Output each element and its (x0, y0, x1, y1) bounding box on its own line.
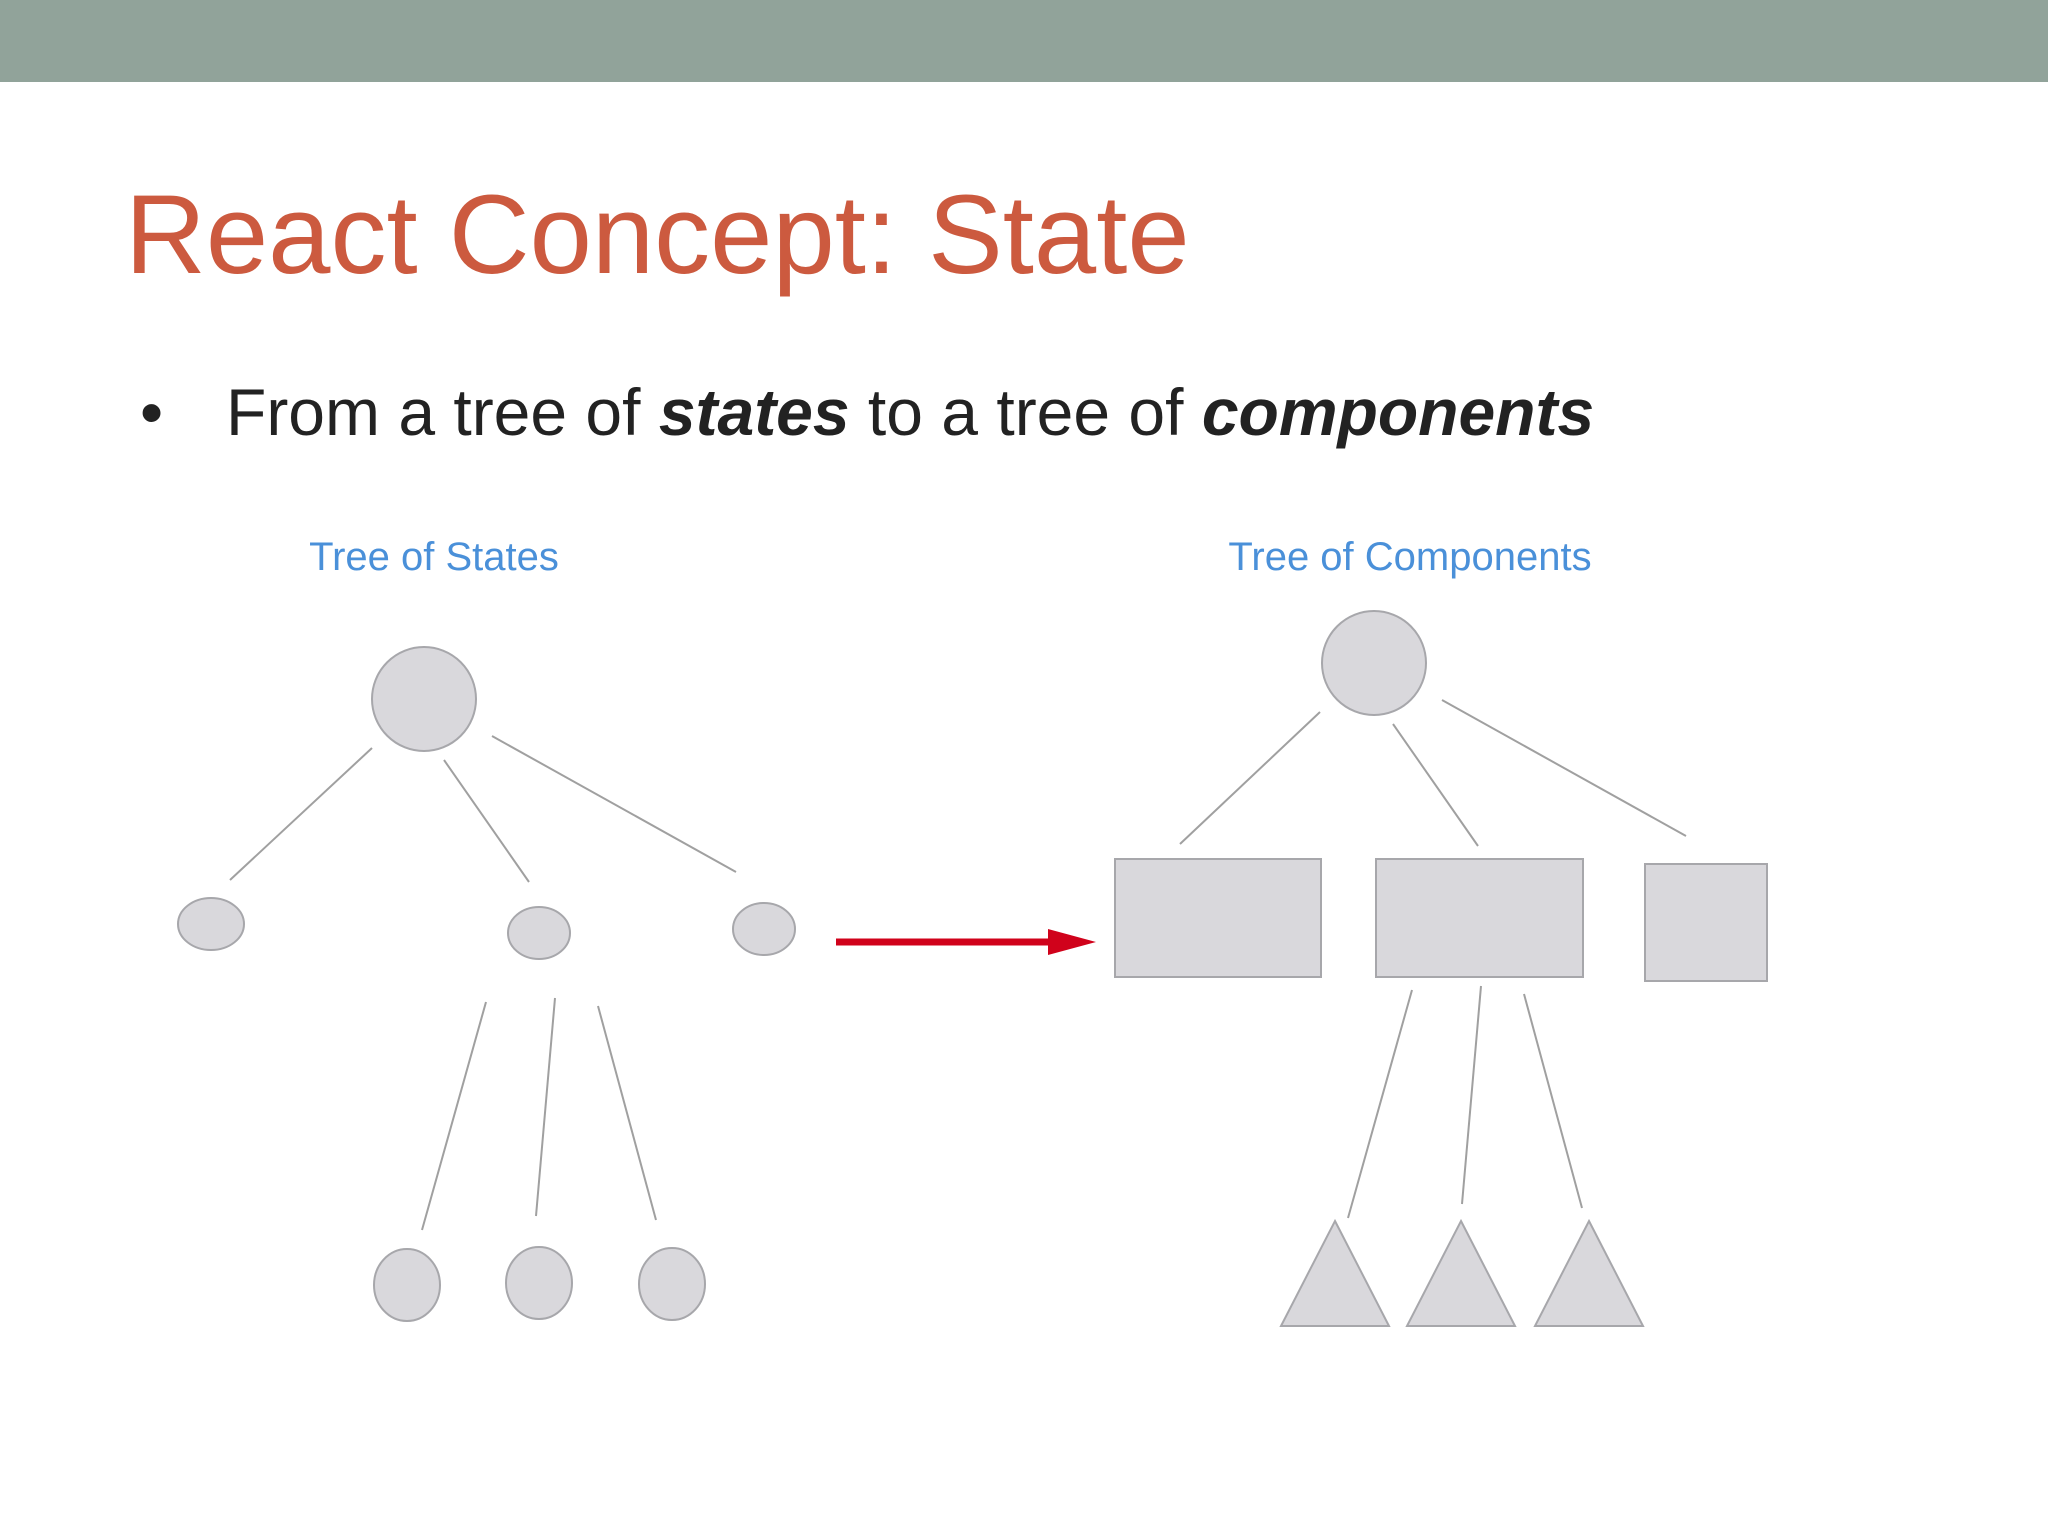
component-leaf-triangle-1 (1279, 1218, 1391, 1327)
component-box-3 (1644, 863, 1768, 982)
edge-root-to-left-child (229, 747, 373, 881)
right-tree-edges (1179, 699, 1687, 1219)
edge-middle-to-leaf-2 (535, 997, 556, 1217)
edge-root-to-right-child (491, 735, 737, 873)
left-tree-label: Tree of States (309, 535, 559, 579)
transform-arrow (836, 929, 1096, 955)
right-tree-nodes (1114, 610, 1768, 1327)
edge-root-to-component-2 (1392, 723, 1479, 847)
edge-root-to-component-3 (1441, 699, 1687, 837)
state-leaf-node-2 (505, 1246, 573, 1320)
component-leaf-triangle-2 (1405, 1218, 1517, 1327)
edge-root-to-middle-child (443, 759, 530, 883)
state-child-node-3 (732, 902, 796, 956)
left-tree-nodes (177, 646, 796, 1322)
state-child-node-1 (177, 897, 245, 951)
bullet-text-part-1: From a tree of (226, 375, 659, 449)
edge-middle-to-leaf-3 (597, 1005, 657, 1221)
state-leaf-node-1 (373, 1248, 441, 1322)
top-banner (0, 0, 2048, 82)
state-leaf-node-3 (638, 1247, 706, 1321)
edge-middle-to-leaf-1 (421, 1001, 487, 1231)
edge-root-to-component-1 (1179, 711, 1321, 845)
component-leaf-triangle-3 (1533, 1218, 1645, 1327)
state-root-node (371, 646, 477, 752)
edge-component-2-to-leaf-3 (1523, 993, 1583, 1209)
slide-title: React Concept: State (125, 172, 1190, 297)
component-box-1 (1114, 858, 1322, 978)
bullet-emphasis-components: components (1201, 375, 1595, 449)
left-tree-edges (229, 735, 737, 1231)
right-tree-label: Tree of Components (1228, 535, 1591, 579)
edge-component-2-to-leaf-1 (1347, 989, 1413, 1219)
bullet-emphasis-states: states (658, 375, 850, 449)
arrow-head (1048, 929, 1096, 955)
bullet-text-part-2: to a tree of (849, 375, 1202, 449)
component-root-node (1321, 610, 1427, 716)
bullet-text: From a tree of states to a tree of compo… (226, 372, 1594, 452)
bullet-marker: • (140, 375, 164, 449)
edge-component-2-to-leaf-2 (1461, 985, 1482, 1205)
component-box-2 (1375, 858, 1584, 978)
state-child-node-2 (507, 906, 571, 960)
